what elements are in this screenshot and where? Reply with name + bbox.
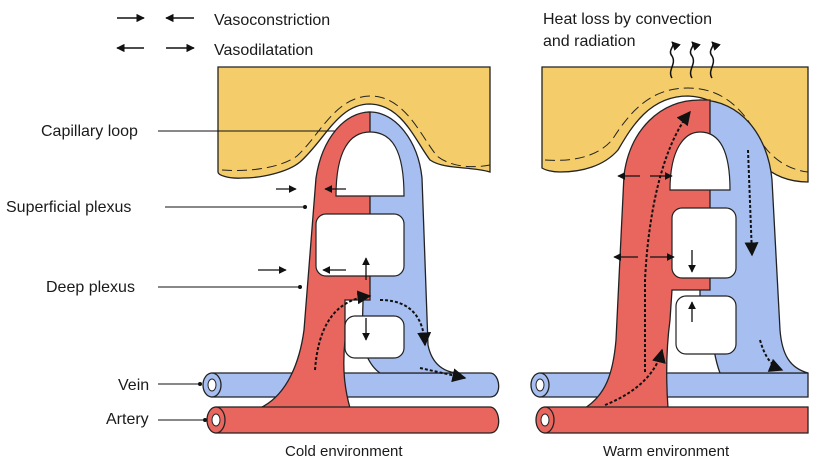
warm-panel <box>531 42 808 433</box>
warm-artery-tube <box>545 407 808 433</box>
dot-deep-plexus <box>298 285 302 289</box>
warm-artery-lumen <box>541 414 549 426</box>
label-heat-loss-1: Heat loss by convection <box>543 11 712 28</box>
panel-title-warm: Warm environment <box>603 443 730 460</box>
dot-superficial-plexus <box>303 205 307 209</box>
label-superficial-plexus: Superficial plexus <box>6 199 131 216</box>
legend-vasodilatation: Vasodilatation <box>214 42 313 59</box>
cold-artery-lumen <box>212 414 220 426</box>
cold-artery-tube <box>216 407 499 433</box>
legend: Vasoconstriction Vasodilatation <box>117 12 330 59</box>
dot-vein <box>198 382 202 386</box>
label-vein: Vein <box>118 377 149 394</box>
cold-low-hole <box>345 316 404 358</box>
warm-mid-hole <box>672 208 736 278</box>
legend-vasoconstriction: Vasoconstriction <box>214 12 330 29</box>
warm-low-hole <box>676 296 736 354</box>
cold-panel <box>203 67 499 433</box>
warm-vein-lumen <box>536 379 544 391</box>
cold-vein-lumen <box>208 379 216 391</box>
label-heat-loss-2: and radiation <box>543 33 636 50</box>
dot-artery <box>203 418 207 422</box>
warm-vein-tube <box>540 373 808 397</box>
panel-title-cold: Cold environment <box>285 443 403 460</box>
label-capillary-loop: Capillary loop <box>41 123 138 140</box>
label-artery: Artery <box>106 411 149 428</box>
label-deep-plexus: Deep plexus <box>46 279 135 296</box>
cold-mid-hole <box>316 214 404 276</box>
